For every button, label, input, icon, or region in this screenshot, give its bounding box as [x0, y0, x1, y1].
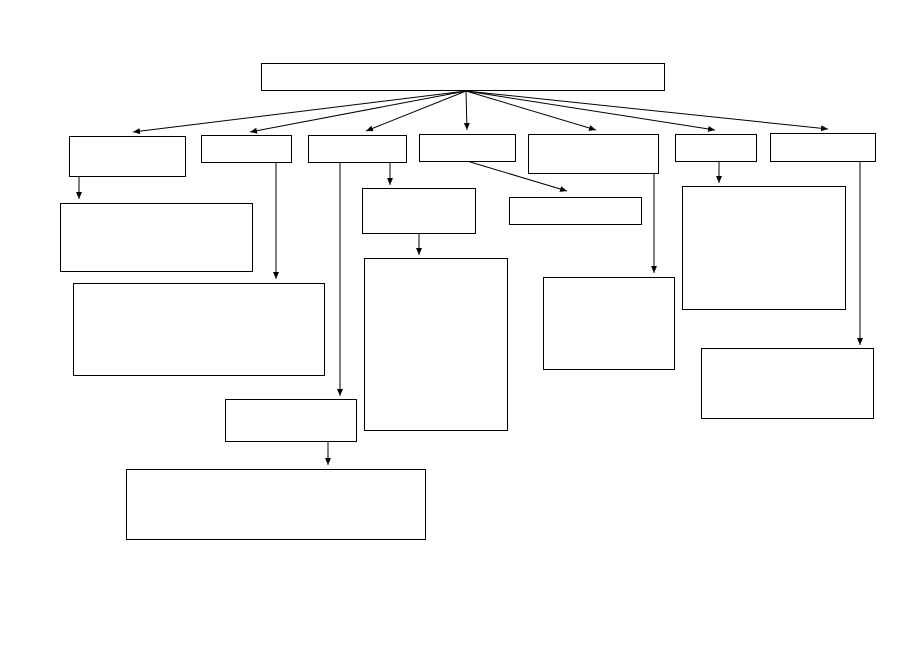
box-child-6a — [682, 186, 846, 310]
box-level1-5 — [528, 134, 659, 174]
box-child-1a — [60, 203, 253, 272]
arrow-root-to-level1-1 — [132, 90, 467, 135]
box-level1-3 — [308, 135, 407, 163]
box-child-3b — [364, 258, 508, 431]
box-child-3c — [225, 399, 357, 442]
box-child-3d — [126, 469, 426, 540]
arrow-root-to-level1-2 — [249, 90, 467, 134]
box-child-4a — [509, 197, 642, 225]
arrow-root-to-level1-7 — [465, 90, 829, 132]
box-child-3a — [362, 188, 476, 234]
box-root — [261, 63, 665, 91]
box-level1-6 — [675, 134, 757, 162]
arrow-root-to-level1-3 — [365, 90, 467, 132]
arrow-root-to-level1-6 — [465, 90, 716, 132]
arrow-root-to-level1-4 — [463, 90, 470, 131]
arrow-root-to-level1-5 — [465, 90, 597, 131]
box-child-2a — [73, 283, 325, 376]
connectors-group — [76, 90, 863, 465]
box-level1-4 — [419, 134, 516, 162]
box-level1-2 — [201, 135, 292, 163]
box-child-5a — [543, 277, 675, 370]
arrow-level1-4-to-child-4a — [466, 160, 568, 192]
box-child-7a — [701, 348, 874, 419]
box-level1-7 — [770, 133, 876, 162]
box-level1-1 — [69, 136, 186, 177]
boxes-group — [60, 63, 876, 540]
